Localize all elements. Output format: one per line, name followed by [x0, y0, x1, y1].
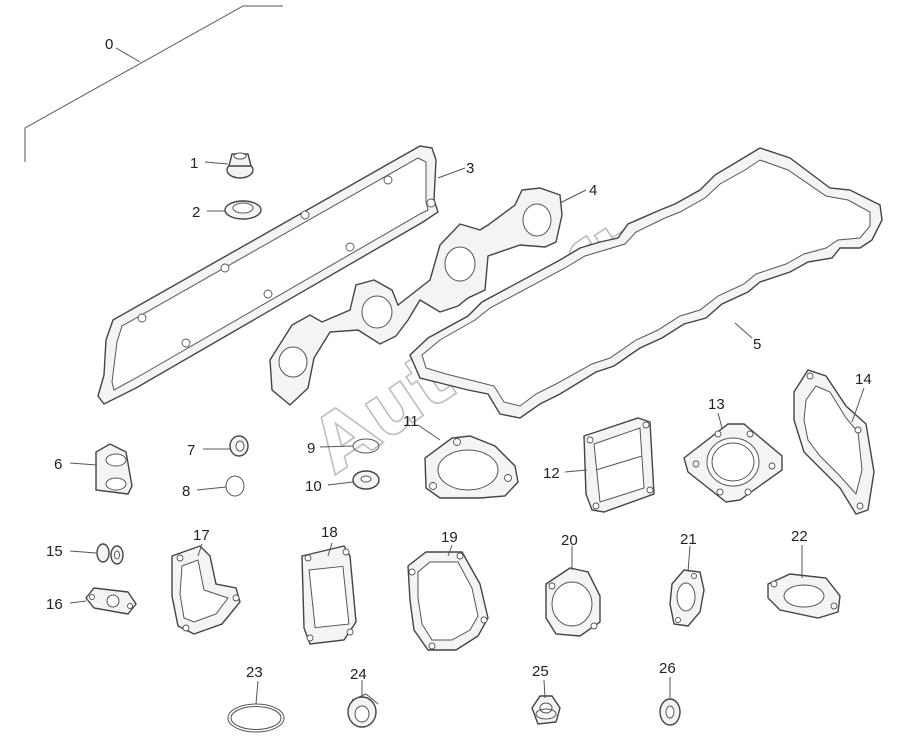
part-11-flange-gasket — [417, 424, 519, 499]
part-26-washer — [659, 677, 681, 726]
callout-22: 22 — [791, 528, 808, 545]
part-10-washer — [327, 470, 380, 490]
callout-26: 26 — [659, 660, 676, 677]
part-5-valve-cover-gasket — [409, 147, 883, 419]
part-3-bolt-holes — [137, 175, 436, 348]
part-3-long-gasket — [97, 145, 466, 405]
part-23-large-o-ring — [227, 680, 285, 733]
part-17-gasket — [171, 543, 241, 635]
part-25-valve-stem-seal — [531, 679, 561, 725]
part-4-manifold-gasket — [269, 187, 587, 406]
part-20-round-flange-gasket — [545, 546, 601, 637]
callout-3: 3 — [466, 160, 474, 177]
callout-23: 23 — [246, 664, 263, 681]
part-14-turbo-gasket — [793, 369, 875, 515]
part-12-square-gasket — [564, 417, 655, 513]
part-21-small-gasket — [669, 545, 705, 627]
callout-13: 13 — [708, 396, 725, 413]
part-6-washer-pair — [69, 443, 133, 495]
callout-5: 5 — [753, 336, 761, 353]
callout-labels: 0 1 2 3 4 5 6 7 8 9 10 11 12 13 14 15 16… — [46, 36, 872, 683]
part-7-small-seal — [203, 435, 249, 457]
callout-21: 21 — [680, 531, 697, 548]
callout-0: 0 — [105, 36, 113, 53]
callout-16: 16 — [46, 596, 63, 613]
part-9-o-ring — [319, 438, 380, 454]
callout-8: 8 — [182, 483, 190, 500]
callout-18: 18 — [321, 524, 338, 541]
part-16-flange-gasket — [69, 587, 137, 615]
callout-19: 19 — [441, 529, 458, 546]
callout-1: 1 — [190, 155, 198, 172]
part-8-o-ring — [196, 475, 245, 497]
callout-10: 10 — [305, 478, 322, 495]
callout-2: 2 — [192, 204, 200, 221]
callout-11: 11 — [403, 413, 419, 430]
callout-9: 9 — [307, 440, 315, 457]
part-24-shaft-seal — [347, 680, 379, 728]
part-15-washers — [69, 543, 124, 565]
part-19-cover-gasket — [407, 544, 489, 651]
callout-25: 25 — [532, 663, 549, 680]
part-13-square-gasket — [683, 412, 783, 503]
callout-24: 24 — [350, 666, 367, 683]
callout-4: 4 — [589, 182, 597, 199]
callout-14: 14 — [855, 371, 872, 388]
callout-20: 20 — [561, 532, 578, 549]
callout-17: 17 — [193, 527, 210, 544]
part-18-square-gasket — [301, 542, 357, 645]
callout-7: 7 — [187, 442, 195, 459]
part-1-cap — [204, 152, 254, 179]
callout-12: 12 — [543, 465, 560, 482]
callout-15: 15 — [46, 543, 63, 560]
callout-6: 6 — [54, 456, 62, 473]
part-0-kit-bracket — [24, 5, 283, 162]
part-2-seal — [207, 200, 262, 220]
part-22-oval-gasket — [767, 545, 841, 619]
